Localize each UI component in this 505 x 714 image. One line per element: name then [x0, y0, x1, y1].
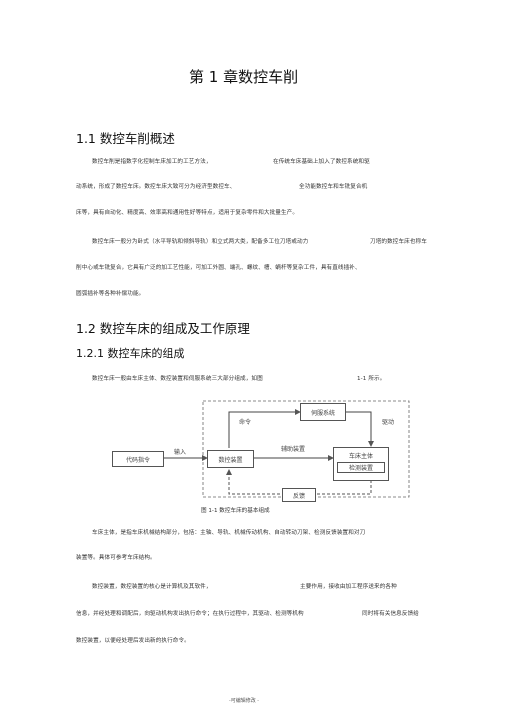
paragraph-line: 主要作用，接收由加工程序送来的各种 [300, 584, 397, 590]
command-label: 命令 [239, 419, 252, 426]
auxiliary-device-label: 辅助装置 [281, 446, 306, 453]
drive-label: 驱动 [382, 419, 395, 426]
section-heading-1-1: 1.1 数控车削概述 [76, 131, 175, 146]
detection-device-box: 检测装置 [337, 462, 385, 473]
paragraph-line: 数控车削是指数字化控制车床加工的工艺方法， [92, 159, 212, 165]
paragraph-line: 装置等。具体可参考车床结构。 [76, 555, 156, 561]
chapter-title: 第 1 章数控车削 [189, 68, 299, 86]
paragraph-line: 刀塔的数控车床也称车 [370, 239, 427, 245]
paragraph-line: 数控装置，数控装置的核心是计算机及其软件， [92, 584, 212, 590]
paragraph-line: 削中心或车铣复合，它具有广泛的加工艺性能，可加工外圆、端孔、螺纹、槽、蜗杆等复杂… [76, 265, 361, 271]
code-command-box: 代码指令 [112, 451, 164, 467]
paragraph-line: 1-1 所示。 [357, 376, 386, 382]
page-footer: -可编辑修改 - [229, 698, 259, 704]
paragraph-line: 车床主体，是指车床机械结构部分，包括：主轴、导轨、机械传动机构、自动转动刀架、检… [92, 530, 366, 536]
paragraph-line: 数控装置，以便经处理后发出新的执行命令。 [76, 638, 190, 644]
paragraph-line: 在传统车床基础上加入了数控系统和驱 [273, 159, 370, 165]
subsection-heading-1-2-1: 1.2.1 数控车床的组成 [76, 347, 185, 360]
paragraph-line: 床等，具有自动化、精度高、效率高和通用性好等特点，适用于复杂零件和大批量生产。 [76, 210, 299, 216]
nc-device-box: 数控装置 [207, 450, 254, 468]
paragraph-line: 同时将有关信息反馈给 [362, 611, 419, 617]
servo-system-box: 伺服系统 [300, 403, 346, 421]
feedback-box: 反馈 [282, 488, 316, 502]
paragraph-line: 信息，并经处理和调配后，向驱动机构发出执行命令；在执行过程中，其驱动、检测等机构 [76, 611, 304, 617]
paragraph-line: 圆弧插补等各种补偿功能。 [76, 291, 145, 297]
figure-caption: 图 1-1 数控车床的基本组成 [201, 508, 270, 514]
input-label: 输入 [174, 449, 187, 456]
paragraph-line: 数控车床一般分为卧式（水平导轨和倾斜导轨）和立式两大类，配备多工位刀塔或动力 [92, 239, 309, 245]
paragraph-line: 动系统，形成了数控车床。数控车床大致可分为经济型数控车、 [76, 184, 236, 190]
lathe-body-box: 车床主体 检测装置 [333, 447, 389, 481]
paragraph-line: 全功能数控车和车铣复合机 [299, 184, 368, 190]
paragraph-line: 数控车床一般由车床主体、数控装置和伺服系统三大部分组成，如图 [92, 376, 263, 382]
lathe-body-label: 车床主体 [348, 453, 373, 460]
section-heading-1-2: 1.2 数控车床的组成及工作原理 [76, 321, 250, 336]
